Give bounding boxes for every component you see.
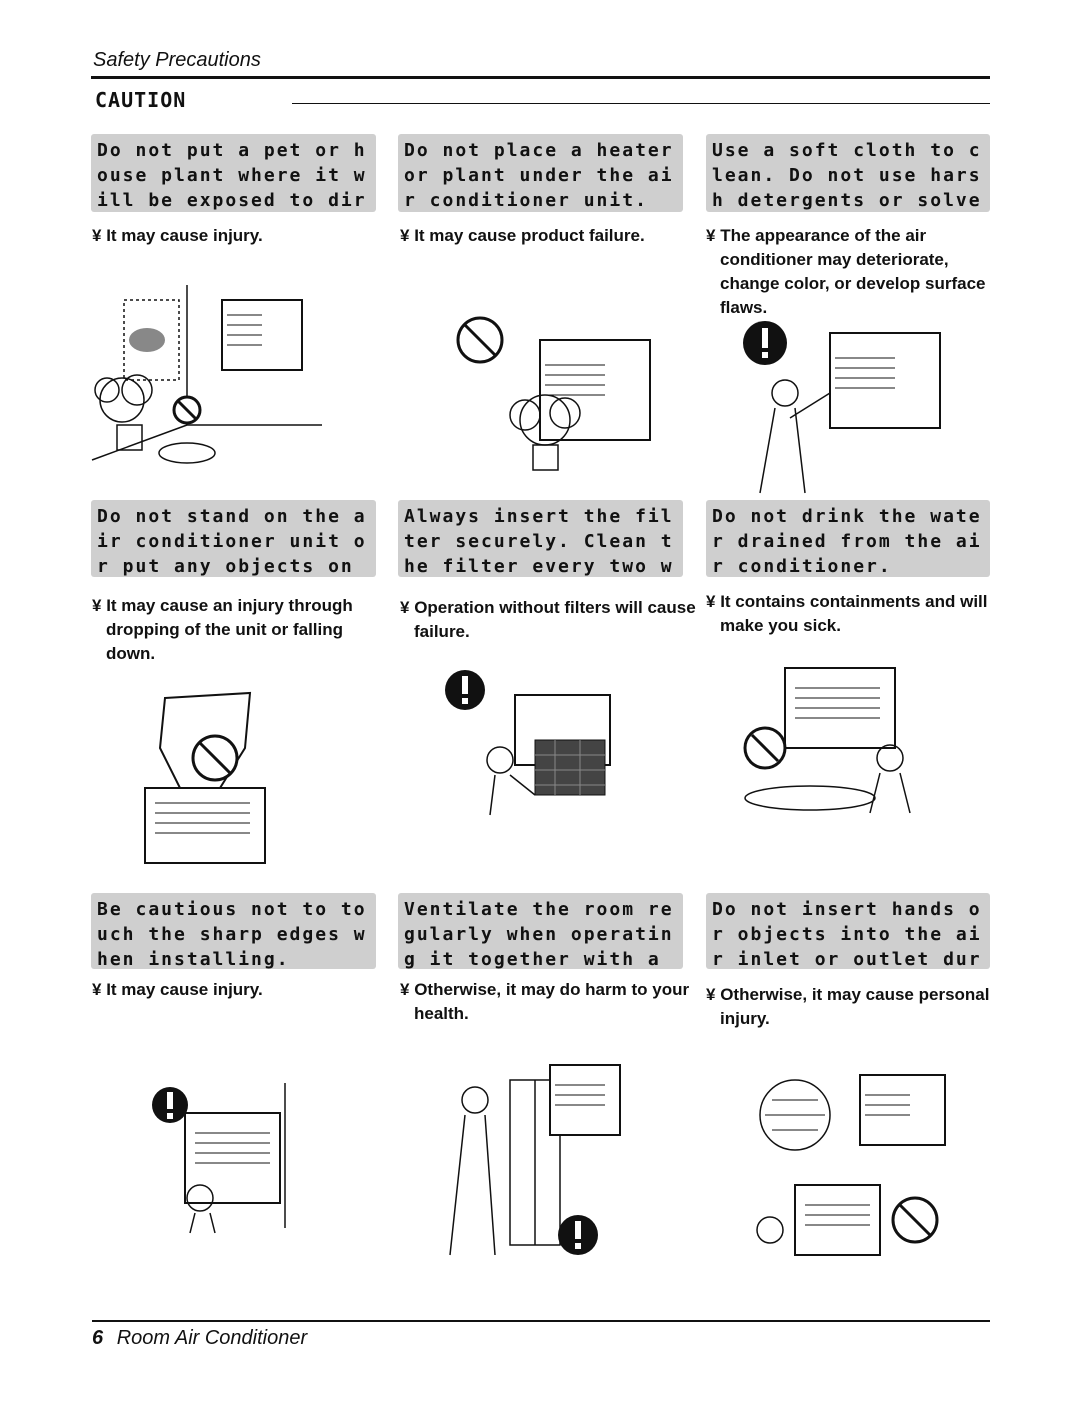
caution-heading: Do not stand on the air conditioner unit…	[97, 506, 367, 577]
note-text: It may cause injury.	[106, 980, 263, 999]
caution-note: ¥ The appearance of the air conditioner …	[706, 226, 986, 317]
note-text: It may cause product failure.	[414, 226, 645, 245]
caution-box: Do not place a heater or plant under the…	[398, 134, 683, 212]
caution-box: Do not stand on the air conditioner unit…	[91, 500, 376, 577]
note-text: Otherwise, it may do harm to your health…	[414, 980, 690, 1023]
hand-in-inlet-illustration	[756, 1074, 946, 1256]
cleaning-with-cloth-illustration	[743, 321, 941, 494]
caution-heading: Ventilate the room regularly when operat…	[404, 899, 674, 969]
note-text: It may cause an injury through dropping …	[106, 596, 353, 663]
caution-note: ¥ It may cause injury.	[92, 980, 263, 999]
ventilating-room-illustration	[449, 1064, 621, 1256]
caution-note: ¥ It may cause product failure.	[400, 226, 645, 245]
caution-heading: Be cautious not to touch the sharp edges…	[97, 899, 367, 969]
caution-box: Always insert the filter securely. Clean…	[398, 500, 683, 577]
caution-box: Ventilate the room regularly when operat…	[398, 893, 683, 969]
caution-rule	[292, 103, 990, 104]
plant-under-unit-illustration	[456, 316, 651, 471]
footer-rule	[92, 1320, 990, 1322]
caution-heading: Use a soft cloth to clean. Do not use ha…	[712, 140, 982, 211]
caution-heading: Do not insert hands or objects into the …	[712, 899, 982, 969]
footer-title: Room Air Conditioner	[116, 1327, 308, 1349]
caution-note: ¥ Otherwise, it may cause personal injur…	[706, 985, 990, 1028]
caution-heading: Always insert the filter securely. Clean…	[404, 506, 674, 577]
note-text: The appearance of the air conditioner ma…	[720, 226, 986, 317]
caution-note: ¥ Otherwise, it may do harm to your heal…	[400, 980, 690, 1023]
inserting-filter-illustration	[445, 670, 611, 816]
caution-note: ¥ Operation without filters will cause f…	[400, 598, 696, 641]
objects-on-unit-illustration	[144, 691, 266, 864]
page-footer: 6 Room Air Conditioner	[92, 1327, 307, 1350]
caution-box: Be cautious not to touch the sharp edges…	[91, 893, 376, 969]
header-rule	[91, 76, 990, 79]
note-text: Otherwise, it may cause personal injury.	[720, 985, 990, 1028]
caution-label: CAUTION	[95, 88, 187, 112]
page-number: 6	[92, 1327, 104, 1349]
caution-note: ¥ It may cause injury.	[92, 226, 263, 245]
caution-box: Do not drink the water drained from the …	[706, 500, 990, 577]
caution-heading: Do not drink the water drained from the …	[712, 506, 982, 577]
pet-plant-airflow-illustration	[91, 285, 322, 464]
caution-note: ¥ It may cause an injury through droppin…	[92, 596, 353, 663]
note-text: It contains containments and will make y…	[720, 592, 988, 635]
caution-note: ¥ It contains containments and will make…	[706, 592, 988, 635]
caution-box: Do not put a pet or house plant where it…	[91, 134, 376, 212]
caution-box: Use a soft cloth to clean. Do not use ha…	[706, 134, 990, 212]
drinking-drain-water-illustration	[743, 667, 911, 814]
caution-box: Do not insert hands or objects into the …	[706, 893, 990, 969]
caution-heading: Do not put a pet or house plant where it…	[97, 140, 367, 211]
section-header-title: Safety Precautions	[93, 49, 261, 71]
caution-heading: Do not place a heater or plant under the…	[404, 140, 674, 211]
sharp-edges-illustration	[152, 1083, 286, 1234]
note-text: It may cause injury.	[106, 226, 263, 245]
note-text: Operation without filters will cause fai…	[414, 598, 696, 641]
